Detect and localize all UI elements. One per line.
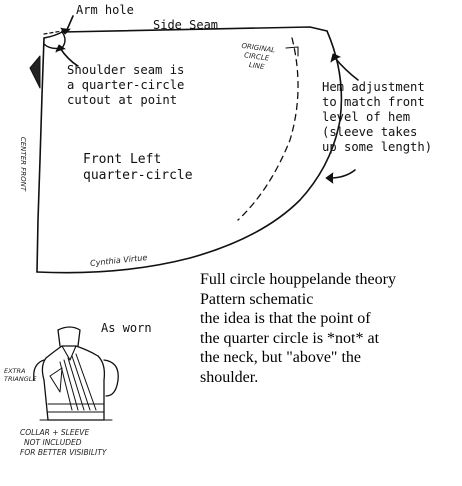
shoulder-note-line: Shoulder seam is (67, 63, 185, 77)
original-circle-label: ORIGINAL CIRCLE LINE (240, 41, 276, 72)
description-line: Pattern schematic (200, 290, 314, 308)
side-seam-label: Side Seam (153, 18, 219, 32)
shoulder-note-line: cutout at point (67, 93, 178, 107)
hem-arrow-bottom (329, 169, 356, 179)
description-line: the quarter circle is *not* at (200, 329, 380, 347)
shoulders (45, 345, 99, 359)
extra-triangle-label: EXTRA TRIANGLE (4, 367, 37, 383)
shoulder-note-line: a quarter-circle (67, 78, 185, 92)
shoulder-cutout (43, 31, 66, 50)
extra-triangle (49, 367, 63, 393)
collar-fold (61, 345, 77, 361)
as-worn-label: As worn (101, 321, 152, 335)
original-circle-line (237, 37, 299, 221)
drape-lines (59, 353, 97, 411)
shoulder-note: Shoulder seam is a quarter-circle cutout… (67, 63, 184, 108)
shoulder-seam-dash (43, 30, 63, 35)
body-outline (41, 355, 106, 421)
collar-sleeve-note: COLLAR + SLEEVE NOT INCLUDED FOR BETTER … (20, 428, 107, 457)
center-front-line (36, 37, 45, 273)
hem-curve (36, 30, 343, 274)
arm-hole-label: Arm hole (76, 3, 134, 17)
side-seam-line (61, 26, 328, 33)
neck (57, 326, 81, 347)
hem-adjustment-note: Hem adjustment to match front level of h… (322, 80, 433, 154)
description-line: the idea is that the point of (200, 310, 371, 327)
description-line: shoulder. (200, 368, 259, 386)
description-text: Full circle houppelande theory Pattern s… (200, 270, 396, 387)
description-line: the neck, but "above" the (200, 349, 362, 366)
hem-arrow-top (334, 57, 359, 81)
sleeve-right (103, 359, 119, 397)
front-left-label: Front Left quarter-circle (83, 152, 193, 183)
belt (47, 403, 105, 413)
as-worn-figure (33, 326, 119, 421)
description-line: Full circle houppelande theory (200, 271, 396, 288)
hatched-corner (29, 55, 41, 89)
center-front-label: CENTER FRONT (19, 136, 28, 192)
sleeve-left (33, 359, 45, 381)
